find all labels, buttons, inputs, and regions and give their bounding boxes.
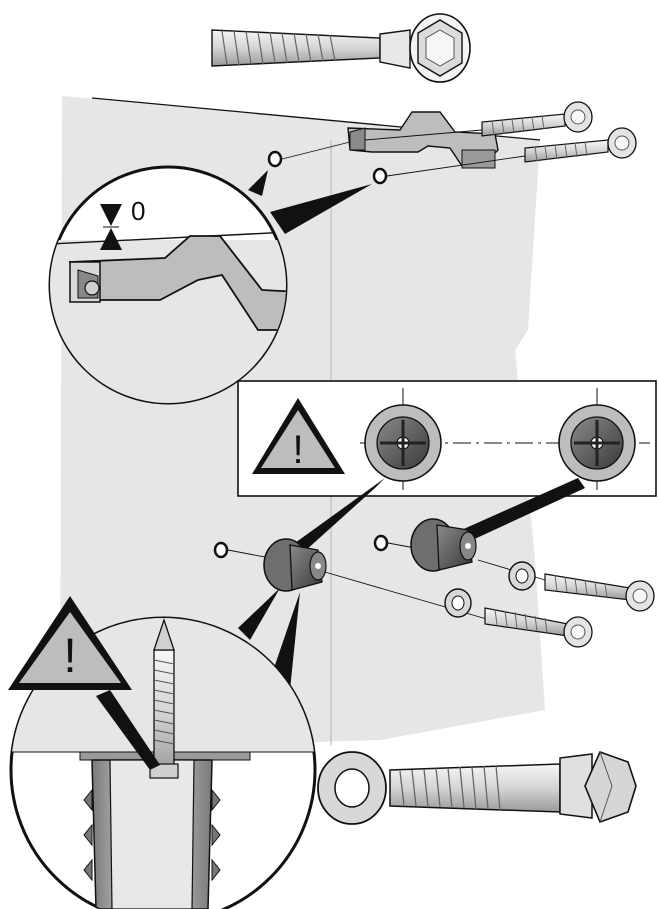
dowel-front-view-right bbox=[558, 404, 636, 482]
screw-in-section bbox=[149, 618, 179, 779]
guide-line-lower-1 bbox=[227, 549, 271, 559]
dowel-front-view-left bbox=[364, 404, 442, 482]
callout-pointer-right-dowel bbox=[448, 478, 585, 548]
large-washer bbox=[317, 751, 387, 825]
callout-pointer-lower-left bbox=[238, 588, 280, 640]
wall-screw-left bbox=[484, 607, 593, 648]
guide-line-upper-1 bbox=[281, 141, 351, 160]
gap-arrows-icon bbox=[100, 204, 122, 250]
gap-label: 0 bbox=[131, 196, 145, 226]
bracket-screw-upper bbox=[481, 101, 593, 137]
wall-hole-upper-left bbox=[267, 150, 283, 168]
callout-pointer-upper-left bbox=[248, 170, 268, 196]
wall-hole-upper-right bbox=[372, 167, 388, 185]
wall-screw-right bbox=[544, 573, 655, 612]
bracket-closeup bbox=[68, 235, 286, 331]
warning-mark: ! bbox=[292, 428, 303, 472]
guide-line-upper-3 bbox=[364, 129, 483, 141]
warning-triangle-icon: ! bbox=[252, 398, 345, 474]
guide-line-upper-2 bbox=[386, 155, 526, 177]
large-screw-top bbox=[211, 13, 471, 83]
warning-pointer bbox=[96, 690, 160, 770]
bracket-screw-lower bbox=[524, 127, 637, 163]
wall-hole-lower-right bbox=[373, 534, 389, 552]
wall-dowel-right bbox=[410, 518, 477, 572]
warning-triangle-icon: ! bbox=[8, 596, 132, 690]
washer-left bbox=[444, 588, 472, 618]
wall-hole-lower-left bbox=[213, 541, 229, 559]
wall-dowel-left bbox=[263, 538, 327, 592]
callout-pointer-left-dowel bbox=[288, 478, 385, 560]
washer-right bbox=[508, 561, 536, 591]
warning-mark-lower: ! bbox=[63, 630, 76, 683]
large-screw-bottom bbox=[389, 750, 637, 824]
callout-pointer-lower-right bbox=[275, 592, 300, 690]
callout-pointer-upper-right bbox=[270, 184, 372, 234]
